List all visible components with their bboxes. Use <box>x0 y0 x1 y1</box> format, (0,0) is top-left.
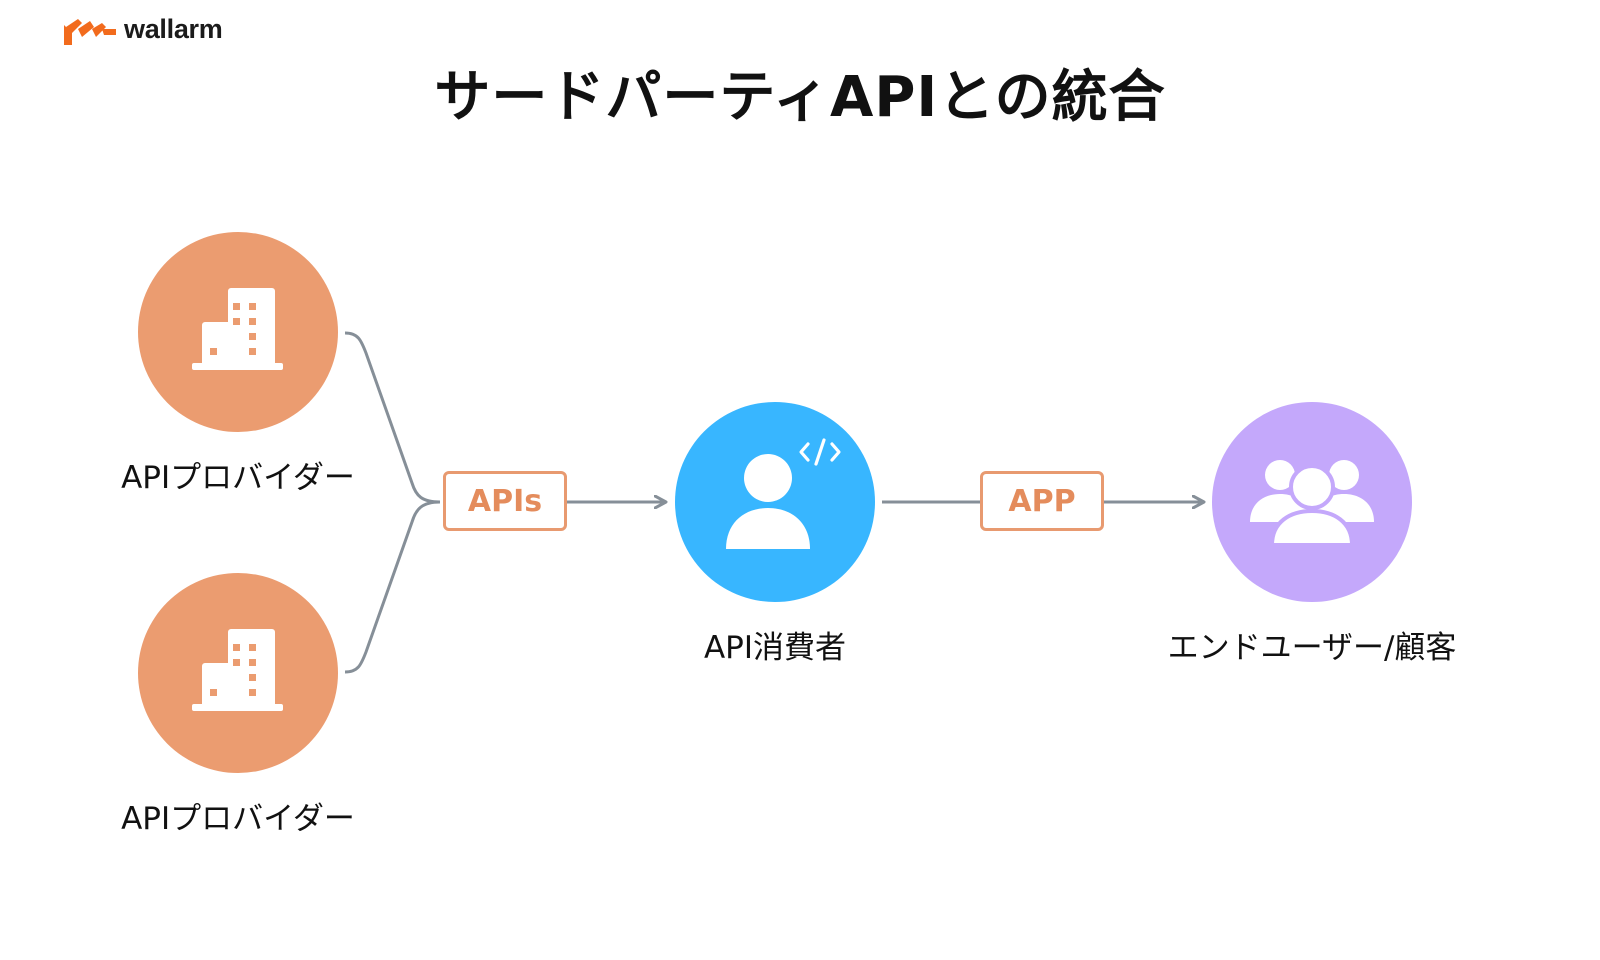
connector-provider-bottom <box>344 500 441 674</box>
code-icon <box>799 438 841 466</box>
wallarm-logo-icon <box>64 18 116 45</box>
logo-wordmark: wallarm <box>124 14 223 44</box>
end-users-node[interactable] <box>1212 402 1412 602</box>
wallarm-logo[interactable]: wallarm <box>64 14 223 45</box>
provider-bottom-label: APIプロバイダー <box>121 801 355 837</box>
developer-user-icon <box>726 438 841 549</box>
apis-tag: APIs <box>443 471 567 531</box>
connector-provider-top <box>344 331 441 504</box>
building-icon <box>192 629 283 711</box>
app-tag: APP <box>980 471 1104 531</box>
consumer-label: API消費者 <box>703 630 847 666</box>
end-users-label: エンドユーザー/顧客 <box>1167 630 1457 666</box>
provider-top-node[interactable] <box>138 232 338 432</box>
provider-top-label: APIプロバイダー <box>121 460 355 496</box>
user-group-icon <box>1250 460 1374 547</box>
provider-bottom-node[interactable] <box>138 573 338 773</box>
page-title: サードパーティAPIとの統合 <box>434 65 1166 130</box>
building-icon <box>192 288 283 370</box>
consumer-node[interactable] <box>675 402 875 602</box>
